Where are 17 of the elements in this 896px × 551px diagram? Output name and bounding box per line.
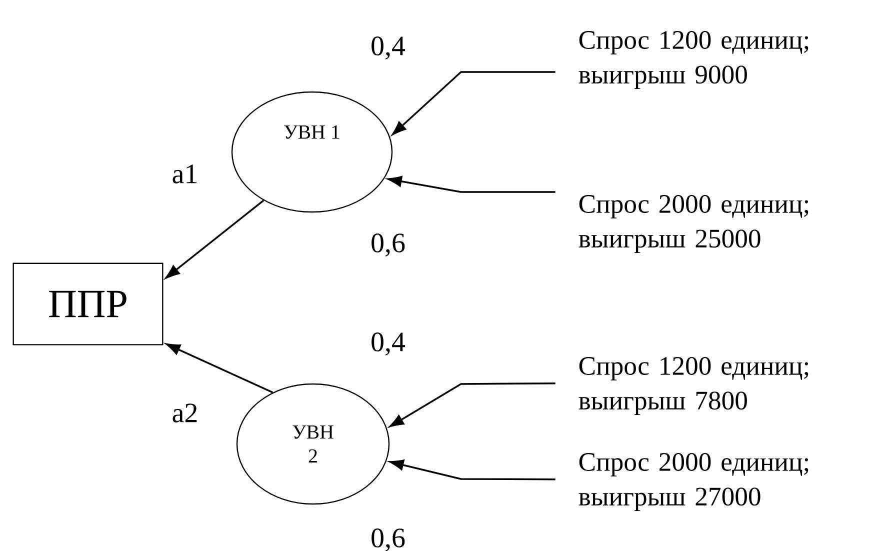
outcome-text: Спрос 2000 единиц; выигрыш 25000 [578, 194, 808, 254]
edge-label: 0,4 [369, 331, 407, 357]
outcome-text: Спрос 1200 единиц; выигрыш 7800 [578, 356, 808, 416]
edge-label: a1 [170, 163, 200, 185]
edge-label: 0,6 [369, 527, 407, 551]
outcome-text: Спрос 2000 единиц; выигрыш 27000 [578, 452, 808, 512]
arrow [392, 71, 556, 136]
outcome-text: Спрос 1200 единиц; выигрыш 9000 [578, 30, 808, 90]
arrow [389, 460, 556, 480]
decision-box: ППР [12, 262, 164, 346]
arrow [387, 176, 556, 193]
edge-label: 0,6 [369, 232, 407, 258]
arrow [165, 200, 264, 279]
arrow [389, 382, 556, 428]
edge-label: a2 [170, 402, 200, 424]
arrow [166, 343, 274, 394]
edge-label: 0,4 [369, 35, 407, 61]
